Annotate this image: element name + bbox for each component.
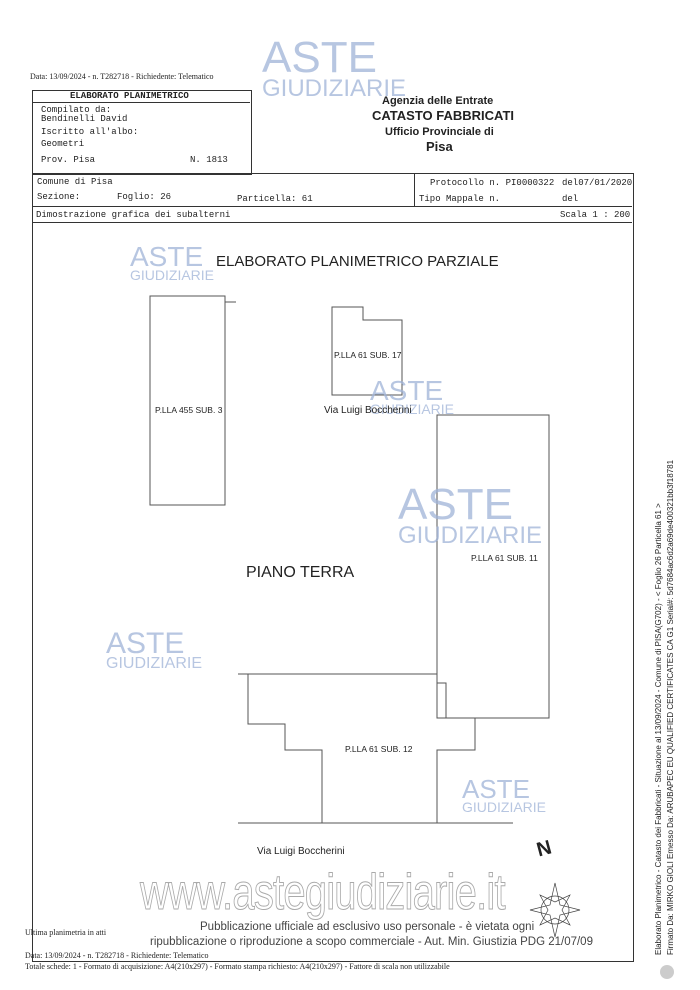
header-title: ELABORATO PLANIMETRICO (70, 91, 189, 101)
compilato-label: Compilato da: (41, 105, 112, 115)
particella: Particella: 61 (237, 194, 313, 204)
sub12-left (247, 674, 323, 823)
scala: Scala 1 : 200 (560, 210, 631, 220)
request-line: Data: 13/09/2024 - n. T282718 - Richiede… (30, 72, 214, 81)
albo: Geometri (41, 139, 85, 149)
side-caption: Elaborato Planimetrico - Catasto dei Fab… (654, 503, 663, 955)
compilato-name: Bendinelli David (41, 114, 128, 124)
drawing-frame (32, 173, 634, 962)
tipo-mappale: Tipo Mappale n. (419, 194, 501, 204)
label-sub12: P.LLA 61 SUB. 12 (345, 744, 413, 754)
sub12-right (238, 673, 476, 823)
sezione: Sezione: (37, 192, 81, 202)
compass-rose-icon (529, 882, 581, 938)
publication-notice: ripubblicazione o riproduzione a scopo c… (150, 936, 593, 948)
agency-dept: CATASTO FABBRICATI (372, 108, 515, 123)
tipo-del: del (562, 194, 579, 204)
dimostrazione: Dimostrazione grafica dei subalterni (36, 210, 231, 220)
plan-title: ELABORATO PLANIMETRICO PARZIALE (216, 253, 499, 270)
sub17-outline (331, 306, 403, 396)
ultima-planimetria: Ultima planimetria in atti (25, 928, 107, 937)
street-label: Via Luigi Boccherini (257, 846, 345, 857)
label-sub11: P.LLA 61 SUB. 11 (471, 553, 538, 563)
iscritto-label: Iscritto all'albo: (41, 127, 139, 137)
comune: Comune di Pisa (37, 177, 113, 187)
label-sub3: P.LLA 455 SUB. 3 (155, 405, 223, 415)
street-label: Via Luigi Boccherini (324, 405, 412, 416)
foglio: Foglio: 26 (117, 192, 172, 202)
watermark-site: www.astegiudiziarie.it (140, 864, 506, 920)
prov: Prov. Pisa (41, 155, 96, 165)
sub11-outline (436, 414, 550, 719)
footer-totale: Totale schede: 1 - Formato di acquisizio… (25, 962, 450, 971)
agency-office: Ufficio Provinciale di (385, 126, 494, 138)
seal-icon (660, 965, 674, 979)
protocollo-date: del07/01/2020 (562, 178, 633, 188)
agency-city: Pisa (426, 139, 453, 154)
sub3-outline (149, 295, 226, 506)
numero: N. 1813 (190, 155, 228, 165)
footer-data: Data: 13/09/2024 - n. T282718 - Richiede… (25, 951, 209, 960)
protocollo: Protocollo n. PI0000322 (430, 178, 555, 188)
publication-notice: Pubblicazione ufficiale ad esclusivo uso… (200, 921, 535, 933)
floor-label: PIANO TERRA (246, 564, 355, 581)
agency-name: Agenzia delle Entrate (382, 95, 494, 107)
header-box (32, 90, 252, 175)
signature-caption: Firmato Da: MIRKO GIOLI Emesso Da: ARUBA… (666, 459, 675, 955)
label-sub17: P.LLA 61 SUB. 17 (334, 350, 402, 360)
